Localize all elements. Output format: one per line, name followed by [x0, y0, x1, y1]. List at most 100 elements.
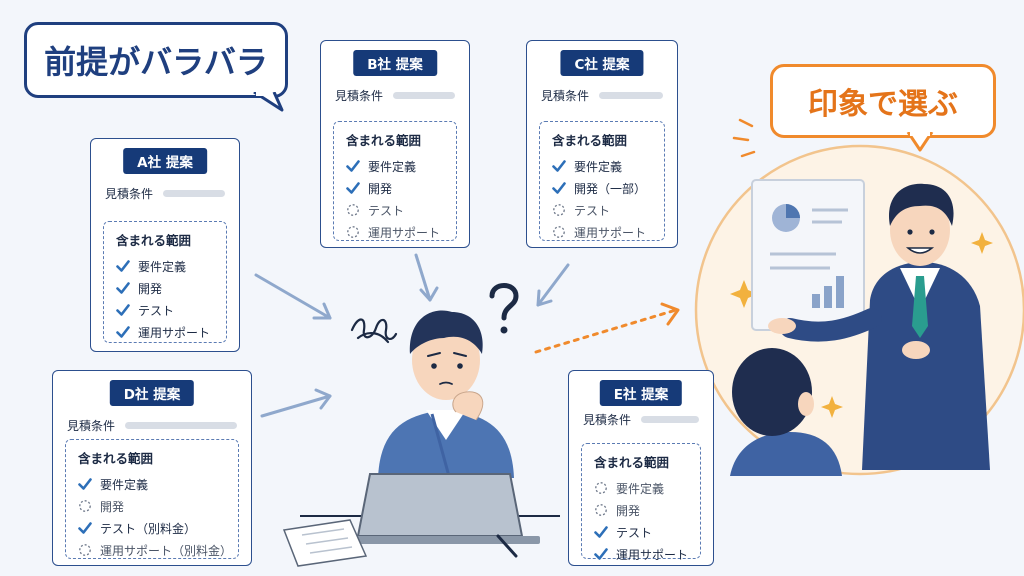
- dashed-circle-icon: [595, 504, 607, 516]
- estimate-condition-row: 見積条件: [105, 185, 225, 202]
- scope-item: 開発: [346, 177, 446, 199]
- proposal-card-a: A社 提案 見積条件 含まれる範囲 要件定義開発テスト運用サポート: [90, 138, 240, 352]
- scope-item-label: 運用サポート（別料金）: [100, 543, 233, 558]
- arrow-from-d: [260, 388, 332, 418]
- proposal-card-c: C社 提案 見積条件 含まれる範囲 要件定義開発（一部）テスト運用サポート: [526, 40, 678, 248]
- desk: [282, 473, 560, 567]
- scope-item: 運用サポート: [552, 221, 654, 243]
- check-icon: [116, 282, 130, 294]
- scope-item: テスト（別料金）: [78, 517, 228, 539]
- bubble-text-impression: 印象で選ぶ: [808, 87, 958, 122]
- scope-box: 含まれる範囲 要件定義開発（一部）テスト運用サポート: [539, 121, 665, 241]
- listener: [730, 348, 842, 476]
- estimate-condition-label: 見積条件: [541, 89, 590, 103]
- scope-item-label: 運用サポート: [138, 325, 211, 340]
- check-icon: [594, 548, 608, 560]
- check-icon: [346, 160, 360, 172]
- scope-box: 含まれる範囲 要件定義開発テスト運用サポート: [103, 221, 227, 343]
- presentation-scene: [694, 118, 1024, 476]
- scope-item-label: 要件定義: [368, 159, 417, 174]
- estimate-condition-row: 見積条件: [335, 87, 455, 104]
- scope-item: 開発（一部）: [552, 177, 654, 199]
- dotted-arrow: [534, 302, 680, 354]
- proposal-card-b: B社 提案 見積条件 含まれる範囲 要件定義開発テスト運用サポート: [320, 40, 470, 248]
- bubble-tail-left: [253, 92, 284, 112]
- scope-box: 含まれる範囲 要件定義開発テスト運用サポート: [333, 121, 457, 241]
- speech-bubble-inconsistent: 前提がバラバラ: [24, 22, 288, 98]
- confused-person: [378, 310, 514, 497]
- scope-item: 開発: [78, 495, 228, 517]
- check-icon: [552, 182, 566, 194]
- scope-box: 含まれる範囲 要件定義開発テスト（別料金） 運用サポート（別料金）: [65, 439, 239, 559]
- scope-item: テスト: [116, 299, 216, 321]
- scope-item: 要件定義: [594, 477, 690, 499]
- scope-item-label: 要件定義: [574, 159, 623, 174]
- card-title: A社 提案: [123, 148, 207, 174]
- scope-item-label: 開発: [138, 281, 163, 296]
- scope-item-label: 運用サポート: [574, 225, 647, 240]
- scope-item: 要件定義: [116, 255, 216, 277]
- check-icon: [594, 526, 608, 538]
- scope-item: テスト: [594, 521, 690, 543]
- dashed-circle-icon: [553, 204, 565, 216]
- scope-item-label: 開発（一部）: [574, 181, 647, 196]
- estimate-condition-row: 見積条件: [67, 417, 237, 434]
- card-title: D社 提案: [109, 380, 195, 406]
- dashed-circle-icon: [553, 226, 565, 238]
- scope-item-label: テスト（別料金）: [100, 521, 197, 536]
- scope-item-label: 開発: [368, 181, 393, 196]
- scope-item-label: 要件定義: [100, 477, 149, 492]
- placeholder-bar: [163, 190, 225, 197]
- dashed-circle-icon: [79, 500, 91, 512]
- scope-title: 含まれる範囲: [346, 133, 422, 148]
- scope-item: 開発: [116, 277, 216, 299]
- placeholder-bar: [641, 416, 699, 423]
- check-icon: [78, 522, 92, 534]
- scope-list: 要件定義開発テスト運用サポート: [594, 477, 690, 565]
- scope-box: 含まれる範囲 要件定義開発テスト運用サポート: [581, 443, 701, 562]
- scope-item: 運用サポート: [346, 221, 446, 243]
- check-icon: [346, 182, 360, 194]
- question-mark-icon: [489, 283, 519, 334]
- dashed-circle-icon: [595, 482, 607, 494]
- scope-list: 要件定義開発テスト運用サポート: [346, 155, 446, 243]
- scope-item-label: 要件定義: [616, 481, 665, 496]
- card-title: C社 提案: [560, 50, 644, 76]
- proposal-card-d: D社 提案 見積条件 含まれる範囲 要件定義開発テスト（別料金） 運用サポート（別…: [52, 370, 252, 566]
- estimate-condition-label: 見積条件: [583, 413, 632, 427]
- presentation-board: [751, 179, 865, 331]
- scope-item: テスト: [346, 199, 446, 221]
- scope-item: 運用サポート: [594, 543, 690, 565]
- scope-item-label: 運用サポート: [368, 225, 441, 240]
- placeholder-bar: [125, 422, 237, 429]
- scope-item-label: テスト: [616, 525, 653, 540]
- proposal-card-e: E社 提案 見積条件 含まれる範囲 要件定義開発テスト運用サポート: [568, 370, 714, 566]
- presenter: [768, 183, 990, 470]
- arrow-from-a: [254, 273, 332, 320]
- estimate-condition-label: 見積条件: [105, 187, 154, 201]
- bubble-tail-right: [906, 132, 934, 152]
- estimate-condition-label: 見積条件: [67, 419, 116, 433]
- scope-item: 運用サポート: [116, 321, 216, 343]
- scope-title: 含まれる範囲: [116, 233, 192, 248]
- scope-item: 要件定義: [78, 473, 228, 495]
- scribble-icon: [350, 318, 398, 344]
- check-icon: [116, 326, 130, 338]
- scope-list: 要件定義開発テスト運用サポート: [116, 255, 216, 343]
- scope-item-label: 開発: [100, 499, 125, 514]
- scope-item-label: テスト: [368, 203, 405, 218]
- scope-item: 運用サポート（別料金）: [78, 539, 233, 561]
- estimate-condition-label: 見積条件: [335, 89, 384, 103]
- scope-title: 含まれる範囲: [78, 451, 154, 466]
- check-icon: [552, 160, 566, 172]
- scope-item-label: テスト: [574, 203, 611, 218]
- scope-item: 要件定義: [346, 155, 446, 177]
- scope-item-label: 要件定義: [138, 259, 187, 274]
- speech-bubble-impression: 印象で選ぶ: [770, 64, 996, 138]
- estimate-condition-row: 見積条件: [583, 411, 699, 428]
- placeholder-bar: [393, 92, 455, 99]
- dashed-circle-icon: [79, 544, 91, 556]
- arrows: [254, 253, 570, 418]
- placeholder-bar: [599, 92, 663, 99]
